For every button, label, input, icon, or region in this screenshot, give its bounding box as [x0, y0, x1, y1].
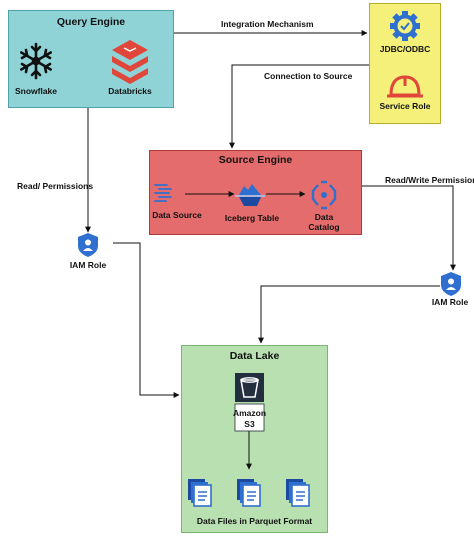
read-permissions-label: Read/ Permissions [17, 181, 94, 191]
amazon-s3-label-line1: Amazon [232, 408, 267, 418]
source-engine-box [149, 150, 362, 235]
read-write-connector [362, 185, 456, 271]
amazon-s3-icon [234, 373, 265, 432]
connection-to-source-connector [229, 64, 369, 149]
read-write-permissions-label: Read/Write Permissions [385, 175, 474, 185]
integration-label: Integration Mechanism [221, 19, 314, 29]
jdbc-gear-icon [390, 11, 420, 41]
iam-right-to-lake-connector [258, 285, 440, 344]
snowflake-label: Snowflake [14, 86, 58, 96]
iam-role-right-icon [441, 272, 461, 296]
iam-role-left-icon [78, 233, 98, 257]
connection-to-source-label: Connection to Source [264, 71, 353, 81]
parquet-file-icon [237, 479, 261, 507]
parquet-file-icon [188, 479, 212, 507]
data-catalog-label-line2: Catalog [308, 222, 340, 232]
service-role-icon [387, 75, 423, 98]
data-lake-title: Data Lake [229, 350, 280, 362]
iceberg-icon [235, 184, 265, 206]
data-source-label: Data Source [152, 210, 202, 220]
databricks-icon [112, 40, 148, 84]
data-source-icon [154, 184, 172, 202]
source-engine-title: Source Engine [218, 154, 293, 166]
parquet-files-label: Data Files in Parquet Format [196, 516, 313, 526]
data-catalog-icon [311, 180, 337, 210]
amazon-s3-label-line2: S3 [244, 419, 255, 429]
iam-role-right-label: IAM Role [431, 297, 469, 307]
jdbc-label: JDBC/ODBC [379, 44, 431, 54]
data-catalog-label-line1: Data [314, 212, 334, 222]
service-role-label: Service Role [379, 101, 431, 111]
iam-left-to-lake-connector [113, 242, 180, 398]
snowflake-icon [20, 42, 52, 80]
databricks-label: Databricks [108, 86, 152, 96]
iam-role-left-label: IAM Role [69, 260, 107, 270]
query-engine-title: Query Engine [56, 16, 126, 28]
iceberg-table-label: Iceberg Table [224, 213, 280, 223]
parquet-file-icon [286, 479, 310, 507]
